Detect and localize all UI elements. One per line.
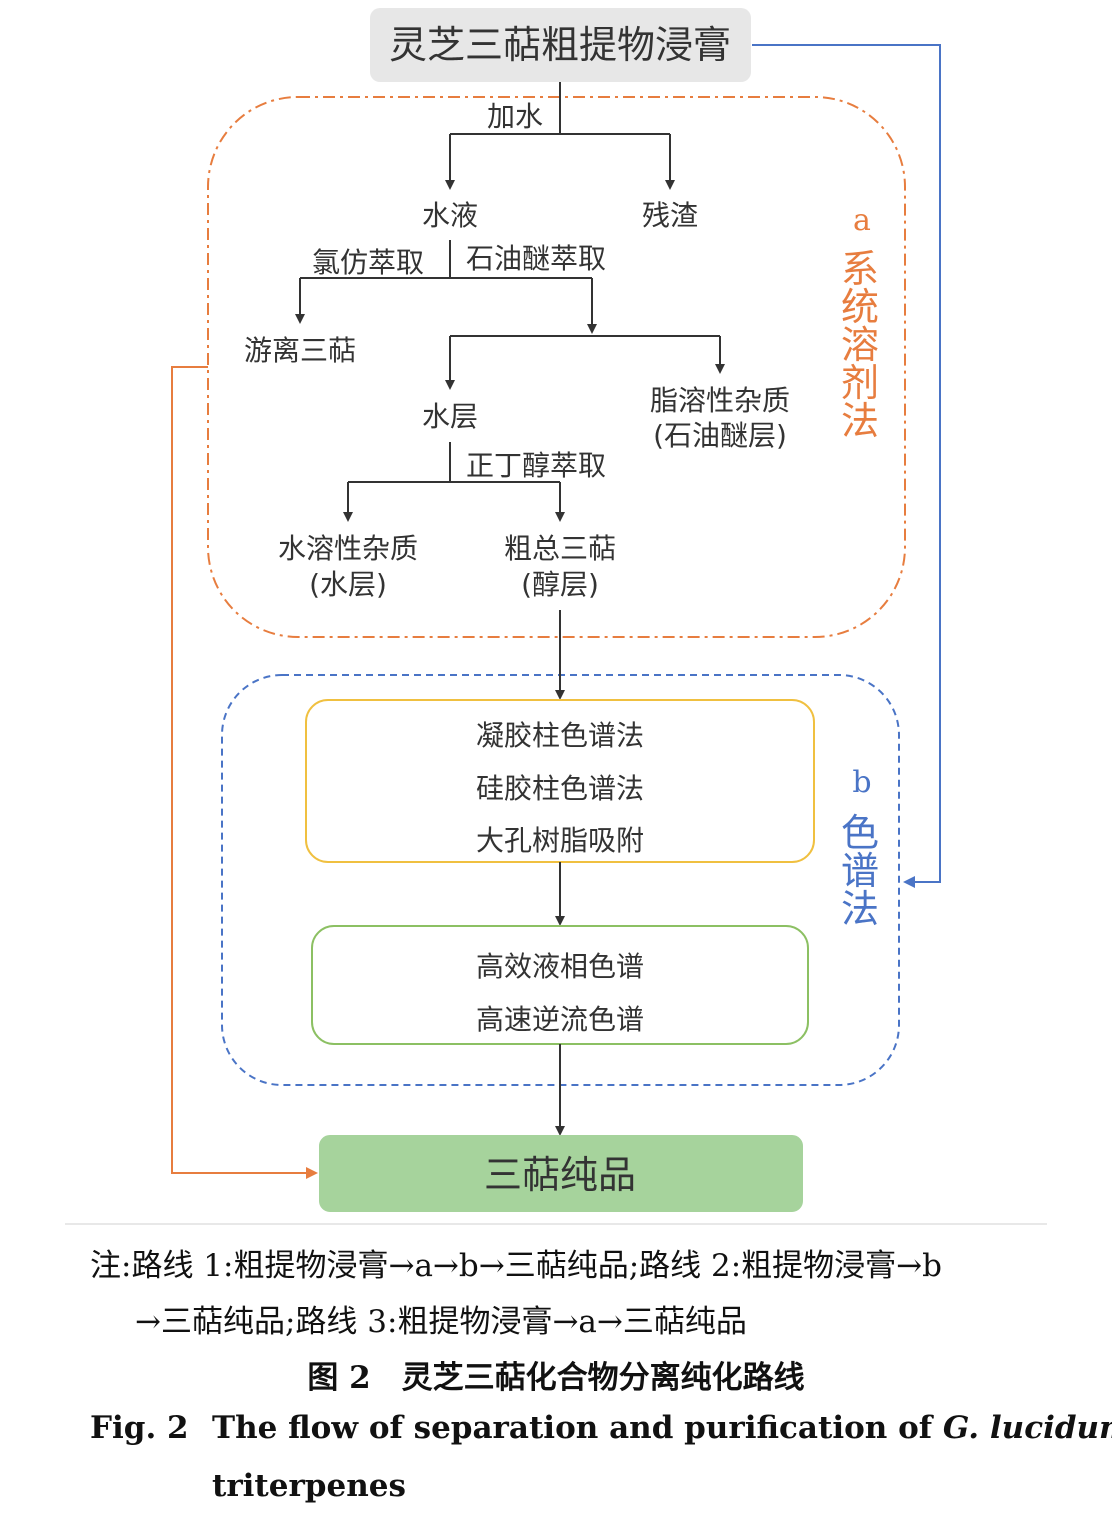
group-a-letter: a [853,203,871,238]
crude-total-sublabel: (醇层) [521,568,599,601]
group-a-label-3: 溶 [841,323,879,367]
crude-extract-label: 灵芝三萜粗提物浸膏 [389,23,731,67]
aqueous-label: 水液 [422,199,478,232]
method-gel-column: 凝胶柱色谱法 [476,719,644,752]
figure-caption-en-line2: triterpenes [212,1468,406,1504]
flowchart: a 系 统 溶 剂 法 b 色 谱 法 灵芝三萜粗提物浸膏 加水 水液 残渣 氯… [65,8,1047,1225]
water-impurity-label: 水溶性杂质 [278,532,418,565]
pure-product-label: 三萜纯品 [484,1153,636,1197]
group-a-label-1: 系 [841,247,879,291]
chloroform-label: 氯仿萃取 [312,246,424,279]
group-a-label-4: 剂 [841,361,879,405]
group-b-letter: b [852,765,871,800]
group-a-boundary [207,96,906,638]
free-triterpenes-label: 游离三萜 [244,334,356,367]
figure-caption-zh: 图 2 灵芝三萜化合物分离纯化路线 [307,1360,805,1396]
crude-extract-box [370,8,751,82]
figure-caption-en: Fig. 2 The flow of separation and purific… [90,1410,1112,1446]
figure-number: Fig. 2 [90,1410,189,1446]
water-layer-label: 水层 [422,400,478,433]
method-silica-column: 硅胶柱色谱法 [476,772,644,805]
petroleum-ether-label: 石油醚萃取 [466,242,606,275]
group-b-label-3: 法 [841,887,879,931]
note-line-1: 注:路线 1:粗提物浸膏→a→b→三萜纯品;路线 2:粗提物浸膏→b [90,1248,942,1284]
group-a-label-2: 统 [841,285,879,329]
lipid-impurity-sublabel: (石油醚层) [653,419,787,452]
add-water-label: 加水 [487,100,543,133]
crude-total-label: 粗总三萜 [504,532,616,565]
route-3-connector [171,366,318,1179]
caption-species: G. lucidum [942,1410,1112,1446]
water-impurity-sublabel: (水层) [309,568,387,601]
group-b-label-2: 谱 [841,849,879,893]
method-hplc: 高效液相色谱 [476,950,644,983]
method-hsccc: 高速逆流色谱 [476,1003,644,1036]
caption-en-text: The flow of separation and purification … [212,1410,943,1446]
group-a-label-5: 法 [841,399,879,443]
note-line-2: →三萜纯品;路线 3:粗提物浸膏→a→三萜纯品 [135,1304,747,1340]
residue-label: 残渣 [642,199,698,232]
route-2-connector [752,44,941,888]
pure-product-box [319,1135,803,1212]
group-b-label-1: 色 [841,811,879,855]
butanol-label: 正丁醇萃取 [466,449,606,482]
lipid-impurity-label: 脂溶性杂质 [650,384,790,417]
method-macroporous-resin: 大孔树脂吸附 [476,824,644,857]
